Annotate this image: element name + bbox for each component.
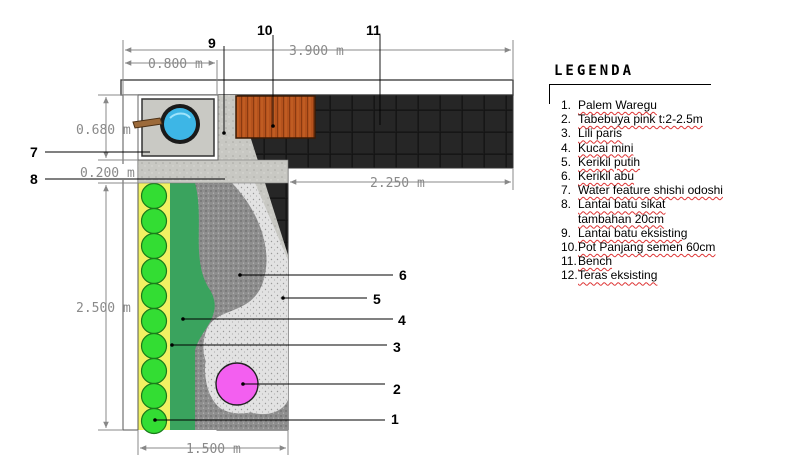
callout-3: 3 [393, 339, 401, 355]
palm-circle [140, 182, 168, 210]
stone-floor-added [137, 159, 289, 184]
legend-item: 12.Teras eksisting [561, 268, 723, 282]
dim-left-long: 2.500 m [76, 301, 131, 316]
legend-item: 6. Kerikil abu [561, 169, 723, 183]
legend-item-number: 9. [561, 225, 572, 240]
legend-item: 5. Kerikil putih [561, 155, 723, 169]
palm-circle [140, 382, 168, 410]
dim-left-top: 0.680 m [76, 123, 131, 138]
palm-circle [140, 307, 168, 335]
legend-item-number: 5. [561, 154, 572, 169]
dim-bottom: 1.500 m [186, 442, 241, 457]
legend-item: 3. Lili paris [561, 126, 723, 140]
legend-item-label: Water feature shishi odoshi [578, 183, 723, 198]
legend-item: 11.Bench [561, 254, 723, 268]
palm-circle [140, 232, 168, 260]
legend-item-label: Teras eksisting [578, 268, 658, 283]
legend-item-number: 7. [561, 183, 572, 198]
legend-item-number: 2. [561, 112, 572, 127]
legend-item-number: 6. [561, 169, 572, 184]
dim-top-total: 3.900 m [289, 44, 344, 59]
callout-leaders [45, 35, 393, 421]
wall-strip [120, 79, 514, 96]
legend-item-label: Kucai mini [578, 140, 634, 155]
legend-item-label: Pot Panjang semen 60cm [578, 240, 716, 255]
legend-item-label: Tabebuya pink t:2-2.5m [578, 112, 703, 127]
kucai-strip [170, 183, 195, 430]
legend-item-continuation: tambahan 20cm [578, 211, 665, 226]
legend-title: LEGENDA [554, 63, 635, 79]
callout-9: 9 [208, 35, 216, 51]
legend-item-label: Kerikil putih [578, 154, 641, 169]
legend-item-number: 3. [561, 126, 572, 141]
legend-item-label: Kerikil abu [578, 169, 635, 184]
dim-left-mid: 0.200 m [80, 166, 135, 181]
palm-row [140, 182, 168, 435]
grey-gravel-area [195, 183, 288, 430]
callout-6: 6 [399, 267, 407, 283]
legend-item-label: Lantai batu sikat [578, 197, 666, 212]
legend-item-label: Lili paris [578, 126, 623, 141]
legend: LEGENDA 1. Palem Waregu 2. Tabebuya pink t:… [549, 63, 773, 282]
legend-item: 1. Palem Waregu [561, 98, 723, 112]
legend-item: 10.Pot Panjang semen 60cm [561, 240, 723, 254]
cement-pot [235, 95, 316, 139]
legend-item-number: 12. [561, 268, 578, 283]
callout-1: 1 [391, 411, 399, 427]
garden-plan: 0.800 m 3.900 m 0.680 m 0.200 m 2.500 m … [30, 22, 514, 457]
dim-top-left: 0.800 m [148, 57, 203, 72]
left-wall [122, 94, 139, 431]
dim-inner-right: 2.250 m [370, 176, 425, 191]
palm-circle [140, 357, 168, 385]
legend-item-number: 8. [561, 197, 572, 212]
callout-2: 2 [393, 381, 401, 397]
callout-11: 11 [366, 22, 381, 38]
legend-item-number: 1. [561, 98, 572, 112]
kucai-wave [195, 183, 215, 350]
palm-circle [140, 207, 168, 235]
palm-circle [140, 332, 168, 360]
legend-item: 9. Lantai batu eksisting [561, 226, 723, 240]
callout-10: 10 [257, 22, 273, 38]
legend-item: 7. Water feature shishi odoshi [561, 183, 723, 197]
legend-item: 2. Tabebuya pink t:2-2.5m [561, 112, 723, 126]
callout-7: 7 [30, 144, 38, 160]
legend-item-number: 11. [561, 254, 577, 269]
palm-circle [140, 282, 168, 310]
callout-4: 4 [398, 312, 406, 328]
legend-item-number: 10. [561, 240, 578, 255]
legend-item-number: 4. [561, 140, 572, 155]
palm-circle [140, 257, 168, 285]
legend-item-label: Lantai batu eksisting [578, 225, 688, 240]
legend-item-label: Palem Waregu [578, 98, 657, 112]
legend-item-label: Bench [578, 254, 613, 269]
callout-8: 8 [30, 171, 38, 187]
shishi-odoshi-bamboo-icon [132, 117, 163, 129]
legend-item: 8. Lantai batu sikat [561, 197, 723, 211]
legend-item: 4. Kucai mini [561, 141, 723, 155]
callout-5: 5 [373, 291, 381, 307]
